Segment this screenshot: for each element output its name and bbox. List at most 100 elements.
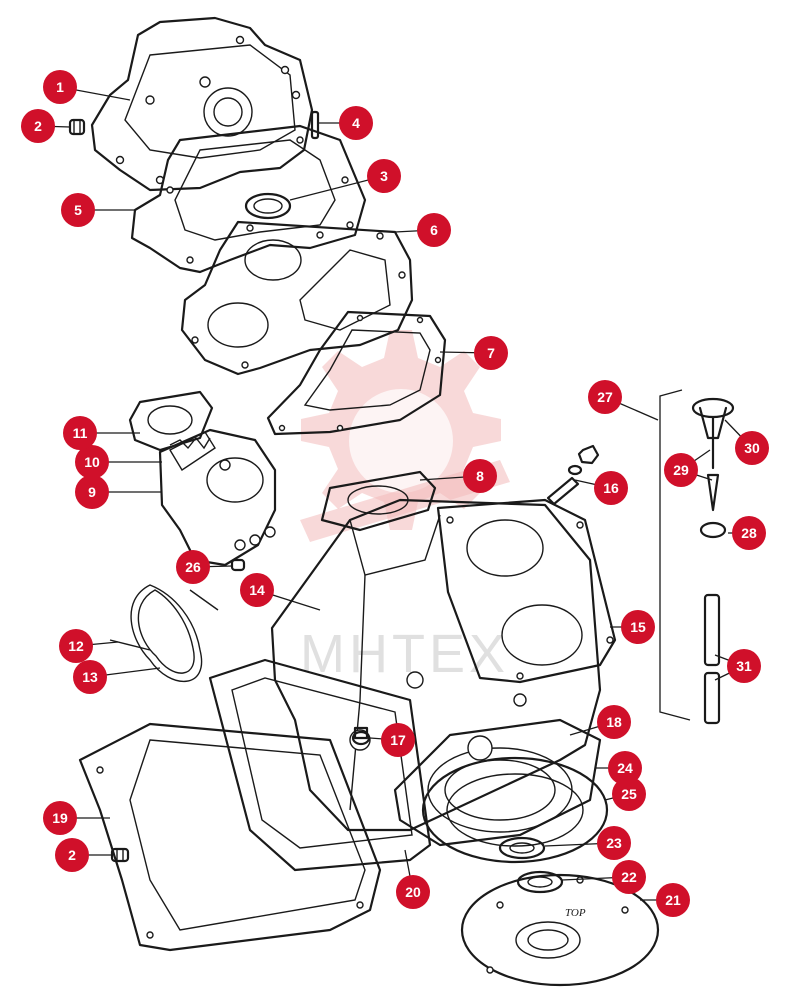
rear-seal bbox=[498, 836, 546, 860]
callout-badge bbox=[63, 416, 97, 450]
callout-1: 1 bbox=[43, 70, 77, 104]
callout-badge bbox=[664, 453, 698, 487]
cover-gasket bbox=[266, 310, 447, 436]
watermark-text: МНТЕХ bbox=[300, 624, 509, 684]
callout-label: 16 bbox=[603, 480, 619, 496]
callout-label: 4 bbox=[352, 115, 360, 131]
plate-gasket bbox=[180, 220, 414, 376]
hydraulic-pump bbox=[158, 428, 277, 567]
callout-26: 26 bbox=[176, 550, 210, 584]
callout-badge bbox=[55, 838, 89, 872]
callout-badge bbox=[43, 801, 77, 835]
callout-label: 9 bbox=[88, 484, 96, 500]
callout-badge bbox=[612, 860, 646, 894]
callout-badge bbox=[75, 445, 109, 479]
callout-label: 11 bbox=[73, 425, 88, 441]
callout-16: 16 bbox=[594, 471, 628, 505]
callout-badge bbox=[176, 550, 210, 584]
callout-21: 21 bbox=[656, 883, 690, 917]
callout-label: 18 bbox=[606, 714, 622, 730]
callout-label: 31 bbox=[736, 658, 752, 674]
dipstick-assembly-bracket bbox=[659, 389, 691, 721]
callout-label: 21 bbox=[665, 892, 681, 908]
callout-4: 4 bbox=[339, 106, 373, 140]
callout-28: 28 bbox=[732, 516, 766, 550]
callout-label: 6 bbox=[430, 222, 438, 238]
callout-badge bbox=[588, 380, 622, 414]
callout-label: 1 bbox=[56, 79, 64, 95]
rear-flange bbox=[393, 718, 602, 847]
callout-label: 8 bbox=[476, 468, 484, 484]
callout-label: 17 bbox=[390, 732, 406, 748]
callout-badge bbox=[732, 516, 766, 550]
callout-badge bbox=[463, 459, 497, 493]
callout-label: 19 bbox=[52, 810, 68, 826]
callout-badge bbox=[61, 193, 95, 227]
callout-label: 30 bbox=[744, 440, 760, 456]
callout-6: 6 bbox=[417, 213, 451, 247]
callout-9: 9 bbox=[75, 475, 109, 509]
callout-29: 29 bbox=[664, 453, 698, 487]
stud-and-nut bbox=[546, 444, 600, 506]
callout-label: 29 bbox=[673, 462, 689, 478]
callout-20: 20 bbox=[396, 875, 430, 909]
callout-23: 23 bbox=[597, 826, 631, 860]
callout-badge bbox=[597, 705, 631, 739]
rear-cover: TOP bbox=[460, 873, 660, 987]
callout-label: 5 bbox=[74, 202, 82, 218]
callout-badge bbox=[594, 471, 628, 505]
pump-plug bbox=[230, 558, 246, 572]
callout-17: 17 bbox=[381, 723, 415, 757]
callout-badge bbox=[735, 431, 769, 465]
pump-gasket bbox=[128, 390, 214, 452]
stamp-text: TOP bbox=[565, 907, 586, 919]
side-gasket bbox=[436, 498, 617, 684]
callout-label: 24 bbox=[617, 760, 633, 776]
rear-gasket bbox=[421, 756, 609, 864]
callout-24: 24 bbox=[608, 751, 642, 785]
oil-seal bbox=[244, 192, 292, 220]
dipstick-parts bbox=[691, 397, 735, 725]
callout-label: 26 bbox=[185, 559, 201, 575]
callout-25: 25 bbox=[612, 777, 646, 811]
callout-badge bbox=[612, 777, 646, 811]
callout-5: 5 bbox=[61, 193, 95, 227]
callout-label: 12 bbox=[68, 638, 84, 654]
callout-label: 28 bbox=[741, 525, 757, 541]
callout-label: 14 bbox=[249, 582, 265, 598]
callout-15: 15 bbox=[621, 610, 655, 644]
callout-label: 2 bbox=[34, 118, 42, 134]
callout-label: 7 bbox=[487, 345, 495, 361]
housing-plug bbox=[351, 726, 371, 746]
sump-gasket bbox=[208, 658, 432, 872]
front-cover bbox=[90, 16, 314, 192]
callout-27: 27 bbox=[588, 380, 622, 414]
callout-badge bbox=[381, 723, 415, 757]
callout-2b: 2 bbox=[55, 838, 89, 872]
callout-3: 3 bbox=[367, 159, 401, 193]
callout-badge bbox=[656, 883, 690, 917]
drain-plug-top bbox=[68, 118, 86, 136]
callout-14: 14 bbox=[240, 573, 274, 607]
callout-2a: 2 bbox=[21, 109, 55, 143]
wiring-harness bbox=[109, 584, 219, 683]
callout-30: 30 bbox=[735, 431, 769, 465]
front-gasket bbox=[130, 124, 367, 274]
callout-badge bbox=[621, 610, 655, 644]
callout-badge bbox=[367, 159, 401, 193]
callout-label: 13 bbox=[82, 669, 98, 685]
callout-12: 12 bbox=[59, 629, 93, 663]
callout-31: 31 bbox=[727, 649, 761, 683]
callout-badge bbox=[608, 751, 642, 785]
callout-label: 25 bbox=[621, 786, 637, 802]
callout-19: 19 bbox=[43, 801, 77, 835]
callout-badge bbox=[59, 629, 93, 663]
sump-pan bbox=[78, 722, 382, 952]
callout-badge bbox=[727, 649, 761, 683]
callout-badge bbox=[417, 213, 451, 247]
watermark-logo: МНТЕХ bbox=[300, 330, 510, 684]
callout-badge bbox=[396, 875, 430, 909]
callout-label: 10 bbox=[84, 454, 100, 470]
